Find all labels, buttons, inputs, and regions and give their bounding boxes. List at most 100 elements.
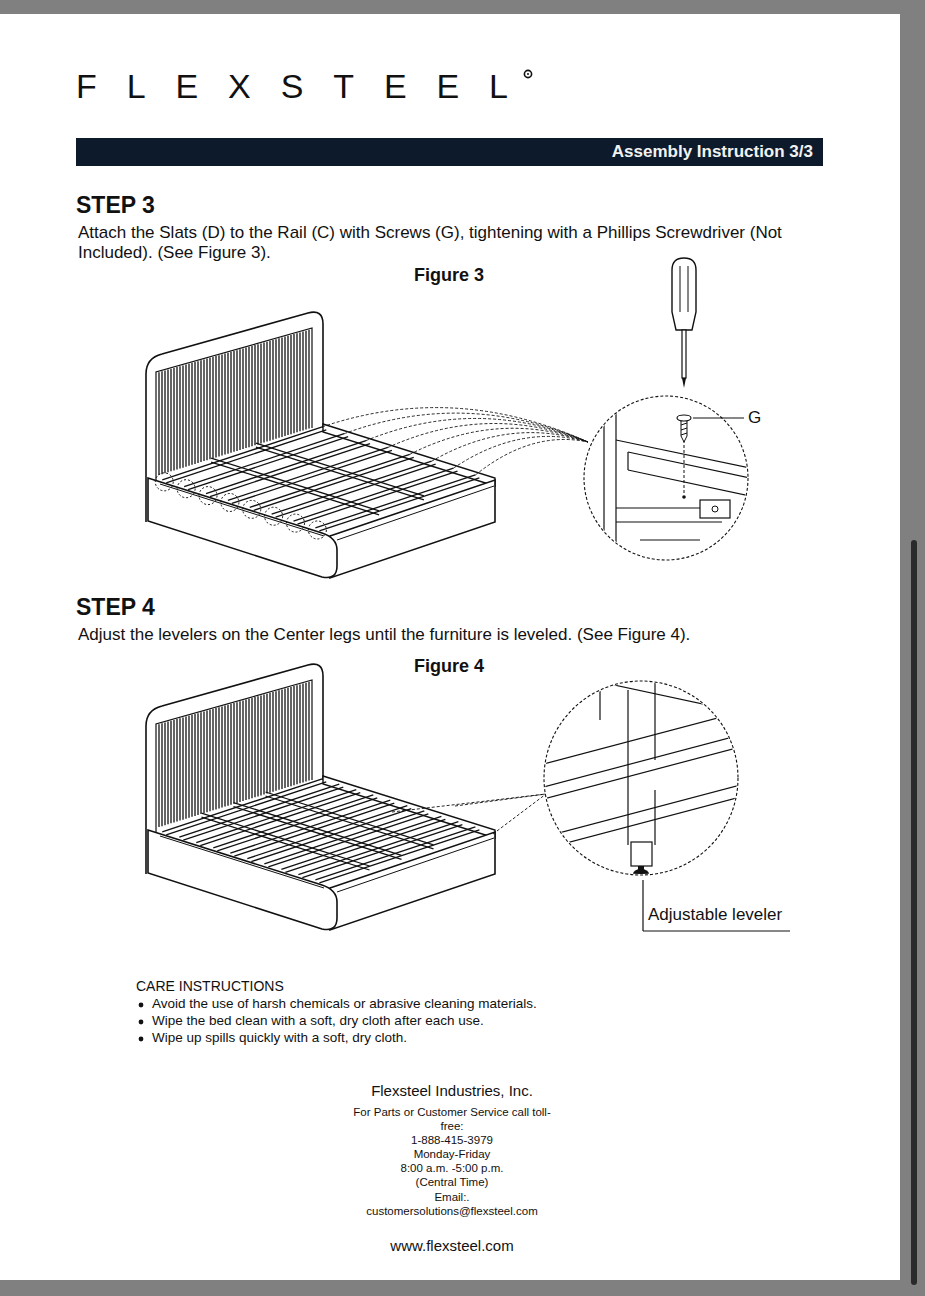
stripe — [290, 335, 291, 434]
step-instruction: Attach the Slats (D) to the Rail (C) wit… — [78, 223, 798, 263]
bullet — [139, 1003, 144, 1008]
stripe — [170, 369, 171, 472]
stripe — [284, 689, 285, 788]
stripe — [257, 344, 258, 444]
header-text: Assembly Instruction 3/3 — [86, 138, 813, 166]
leg — [631, 842, 652, 866]
stripe — [245, 700, 246, 800]
stripe — [227, 353, 228, 454]
stripe — [308, 330, 309, 429]
care-heading: CARE INSTRUCTIONS — [136, 978, 284, 995]
screw-hole — [682, 495, 686, 499]
stripe — [158, 372, 159, 475]
step-heading: STEP 4 — [76, 594, 155, 622]
stripe — [161, 723, 162, 826]
leader-curve — [366, 418, 588, 442]
figure-caption: Figure 4 — [369, 656, 529, 678]
leader-line — [642, 880, 643, 931]
part-label: Adjustable leveler — [648, 905, 782, 925]
stripe — [281, 337, 282, 436]
screw-head — [677, 415, 691, 421]
center-support — [256, 447, 424, 500]
hole — [712, 506, 718, 512]
stripe — [254, 697, 255, 797]
stripe — [293, 686, 294, 785]
stripe — [302, 332, 303, 431]
detail-view — [540, 680, 740, 879]
stripe — [242, 348, 243, 449]
frame-part — [640, 539, 700, 540]
slat — [210, 444, 370, 497]
contact-line: Email:. — [332, 1190, 572, 1204]
foot-end — [330, 832, 495, 930]
leader-curve — [410, 428, 588, 454]
stripe — [239, 349, 240, 450]
center-support — [266, 796, 434, 849]
stripe — [278, 690, 279, 790]
detail-marker — [199, 487, 217, 505]
step-heading: STEP 3 — [76, 192, 155, 220]
center-support — [256, 443, 424, 496]
frame-part — [540, 747, 740, 800]
stripe — [224, 354, 225, 455]
scrollbar — [911, 540, 917, 1285]
stripe — [305, 683, 306, 782]
stripe — [212, 357, 213, 458]
frame-part — [627, 452, 628, 470]
screwdriver-tip — [682, 378, 686, 388]
stripe — [251, 346, 252, 446]
stripe — [278, 338, 279, 438]
center-support — [234, 803, 402, 856]
stripe — [161, 371, 162, 474]
stripe — [275, 339, 276, 439]
stripe — [248, 699, 249, 799]
stripe — [191, 363, 192, 465]
callout-leaders — [392, 794, 546, 834]
figure-caption: Figure 3 — [369, 265, 529, 287]
stripe — [218, 355, 219, 456]
frame-part — [615, 390, 616, 565]
grip — [680, 266, 681, 312]
stripe — [167, 722, 168, 825]
stripe — [197, 361, 198, 463]
stripe — [218, 707, 219, 808]
stripe — [284, 337, 285, 436]
slat — [232, 450, 392, 503]
stripe — [293, 334, 294, 433]
leveler-foot — [633, 869, 649, 879]
detail-marker — [243, 500, 261, 518]
leader-line — [643, 930, 790, 931]
screwdriver-shaft — [682, 330, 686, 378]
stripe — [299, 684, 300, 783]
stripe — [269, 693, 270, 793]
stripe — [206, 711, 207, 813]
stripe — [305, 331, 306, 430]
left-rail — [148, 830, 337, 930]
stripe — [188, 716, 189, 818]
leader-curve — [344, 413, 588, 442]
stripe — [167, 370, 168, 473]
leader-curve — [454, 436, 589, 468]
leader-curve — [388, 424, 588, 448]
stripe — [176, 367, 177, 469]
leader-dash — [392, 794, 546, 812]
phone-number: 1-888-415-3979 — [332, 1133, 572, 1147]
stripe — [254, 345, 255, 445]
foot-end — [330, 480, 495, 578]
contact-line: (Central Time) — [332, 1175, 572, 1189]
slat — [188, 437, 348, 490]
stripe — [185, 717, 186, 819]
screw-g — [681, 420, 687, 442]
stripe — [266, 694, 267, 794]
detail-view — [604, 390, 750, 565]
screw-axis — [684, 440, 685, 494]
grip — [688, 266, 689, 312]
website: www.flexsteel.com — [302, 1237, 602, 1255]
screwdriver-handle — [672, 258, 696, 330]
screwdriver — [672, 258, 696, 388]
stripe — [233, 351, 234, 452]
detail-marker — [177, 480, 195, 498]
stripe — [176, 719, 177, 821]
center-support — [266, 792, 434, 845]
stripe — [173, 720, 174, 822]
